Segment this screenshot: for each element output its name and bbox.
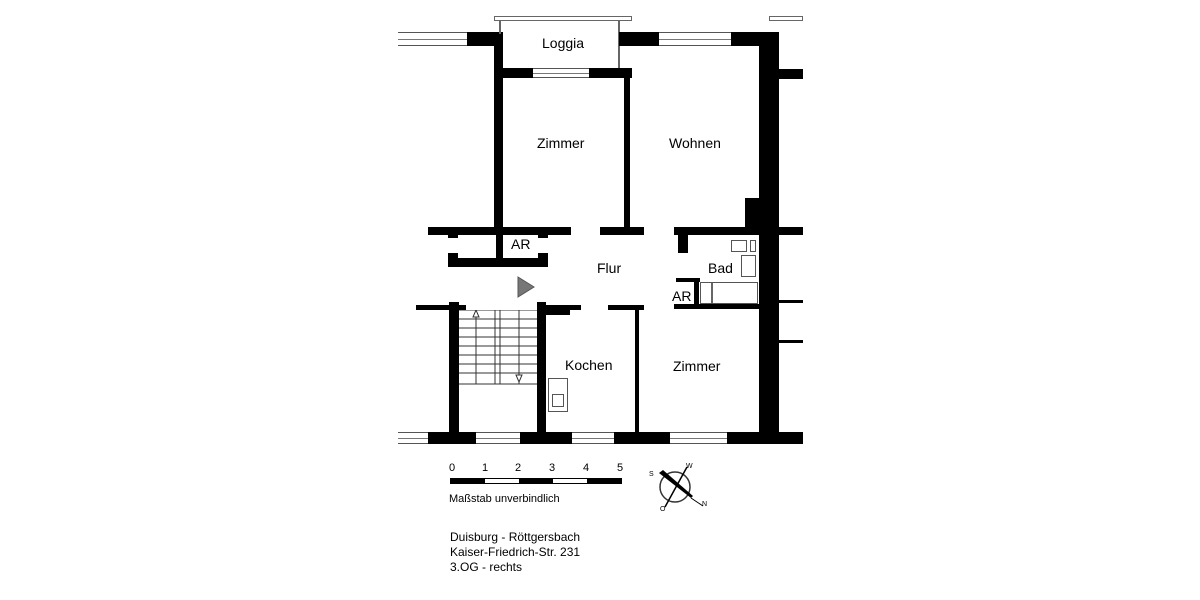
sink-icon (731, 240, 747, 252)
wall-bad-left-stub (678, 233, 688, 253)
window-wohnen-top (659, 32, 731, 46)
wall-stair-left (449, 302, 459, 440)
compass-w: W (686, 463, 693, 470)
room-label-ar-right: AR (672, 288, 692, 304)
scale-tick-1: 1 (482, 462, 489, 474)
room-label-zimmer-top: Zimmer (537, 135, 585, 151)
wall-zimmer-left (494, 32, 503, 232)
address-floor: 3.OG - rechts (450, 560, 523, 574)
wall-flur-top-middle (600, 227, 644, 235)
wall-right-stub-mid (779, 227, 803, 235)
neighbor-railing (769, 16, 803, 21)
wall-bottom-4 (727, 432, 803, 444)
wall-ar-divider (496, 230, 503, 260)
sink-small-icon (750, 240, 756, 252)
wall-bottom-2 (520, 432, 572, 444)
room-label-kochen: Kochen (565, 357, 613, 373)
loggia-railing-post-left (499, 20, 501, 34)
wall-ar-right-stub (538, 233, 548, 238)
compass-n: N (702, 501, 708, 508)
room-label-loggia: Loggia (542, 35, 585, 51)
wall-right-stub-low2 (779, 340, 803, 343)
staircase-icon (459, 310, 537, 385)
wall-wohnen-notch (745, 198, 761, 230)
room-label-bad: Bad (708, 260, 733, 276)
wall-ar-bottom-right-stub (538, 253, 548, 259)
loggia-railing-post-right (618, 20, 620, 70)
bathtub-icon (700, 282, 758, 304)
wall-right-main (759, 32, 779, 444)
stove-burner (552, 394, 564, 407)
window-bottom-zimmer (670, 432, 727, 444)
wall-ar-left-stub (448, 233, 458, 238)
wall-ar-bottom-left-stub (448, 253, 458, 259)
wall-ar-right-top (676, 278, 700, 282)
scale-tick-4: 4 (583, 462, 590, 474)
scale-tick-0: 0 (449, 462, 456, 474)
wall-zimmer-top-right (589, 68, 632, 78)
wall-ar-right-divider (694, 278, 699, 308)
wall-zimmer-top-left (503, 68, 533, 78)
wall-bottom-3 (614, 432, 670, 444)
address-street: Kaiser-Friedrich-Str. 231 (450, 545, 581, 559)
wall-kochen-top-notch (545, 308, 570, 315)
wall-bad-bottom (674, 304, 762, 309)
compass-o: O (660, 506, 666, 513)
address-block: Duisburg - Röttgersbach Kaiser-Friedrich… (450, 530, 580, 575)
room-label-ar-left: AR (511, 236, 531, 252)
scale-tick-2: 2 (515, 462, 522, 474)
wall-ar-bottom (448, 258, 548, 267)
entry-arrow-icon (517, 276, 535, 298)
compass-s: S (649, 471, 654, 478)
scale-caption: Maßstab unverbindlich (449, 493, 560, 505)
window-zimmer-top (533, 68, 589, 78)
room-label-flur: Flur (597, 260, 622, 276)
wall-right-stub-low1 (779, 300, 803, 303)
bathtub-divider (711, 283, 713, 303)
wall-stair-right (537, 302, 546, 440)
wall-top-left (467, 32, 497, 46)
window-bottom-stair (476, 432, 520, 444)
wall-right-stub-top (779, 69, 803, 79)
loggia-railing (494, 16, 632, 21)
wall-kochen-top (537, 305, 581, 310)
window-top-left-outer (398, 32, 468, 46)
wall-kochen-zimmer-divider (635, 305, 639, 437)
scale-tick-5: 5 (617, 462, 624, 474)
room-label-zimmer-bottom: Zimmer (673, 358, 721, 374)
wall-lower-left-top (416, 305, 466, 310)
wall-bad-top (674, 227, 762, 235)
address-city: Duisburg - Röttgersbach (450, 530, 581, 544)
wall-wohnen-top-left (619, 32, 659, 46)
scale-tick-3: 3 (549, 462, 556, 474)
wall-zimmer-bottom-top (608, 305, 644, 310)
wall-zimmer-right (624, 68, 630, 228)
toilet-icon (741, 255, 756, 277)
window-bottom-far-left (398, 432, 428, 444)
room-label-wohnen: Wohnen (669, 135, 721, 151)
window-bottom-kochen (572, 432, 614, 444)
wall-bottom-1 (428, 432, 476, 444)
compass-icon (659, 466, 704, 508)
